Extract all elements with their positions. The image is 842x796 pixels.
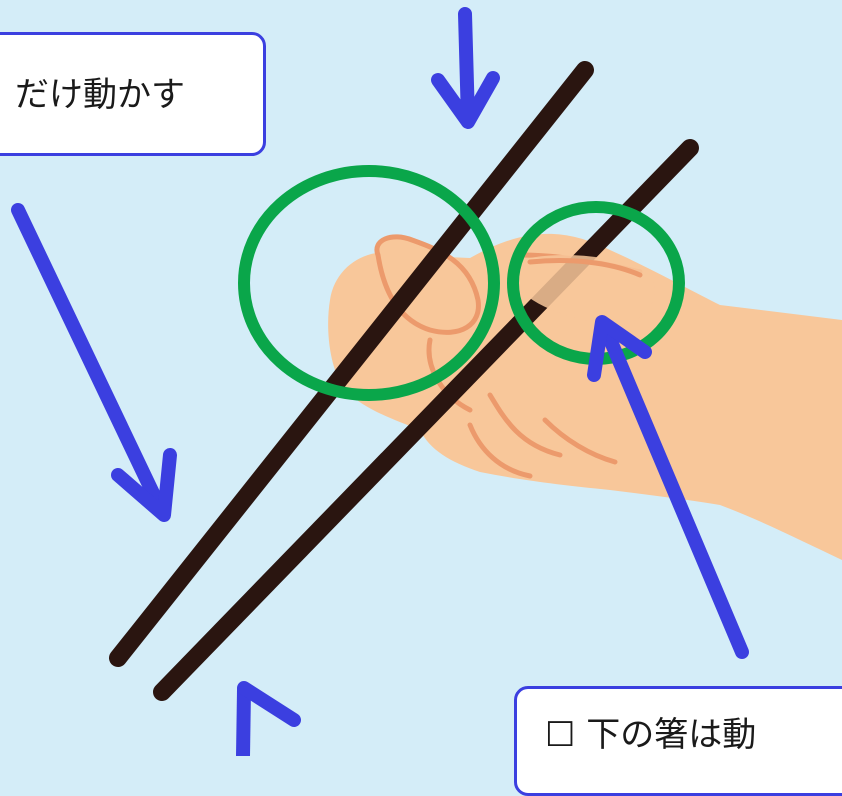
- chopsticks-illustration: [11, 7, 842, 756]
- callout-bottom-text: ☐ 下の箸は動: [545, 715, 757, 755]
- ring-finger: [520, 255, 655, 325]
- instruction-callout-bottom: ☐ 下の箸は動: [514, 686, 842, 796]
- finger-line: [542, 417, 618, 465]
- arrow-up-icon: [236, 681, 301, 756]
- arrow-up-icon: [587, 315, 749, 659]
- highlight-circle-index: [238, 165, 500, 401]
- instruction-callout-top: だけ動かす: [0, 32, 266, 156]
- arrow-diagonal-icon: [11, 203, 177, 522]
- finger-line: [467, 422, 533, 479]
- upper-chopstick: [109, 61, 594, 667]
- callout-top-text: だけ動かす: [15, 75, 185, 115]
- lower-chopstick: [153, 139, 699, 701]
- finger-line: [487, 392, 563, 458]
- arrow-down-icon: [431, 7, 500, 129]
- finger-line: [527, 258, 643, 278]
